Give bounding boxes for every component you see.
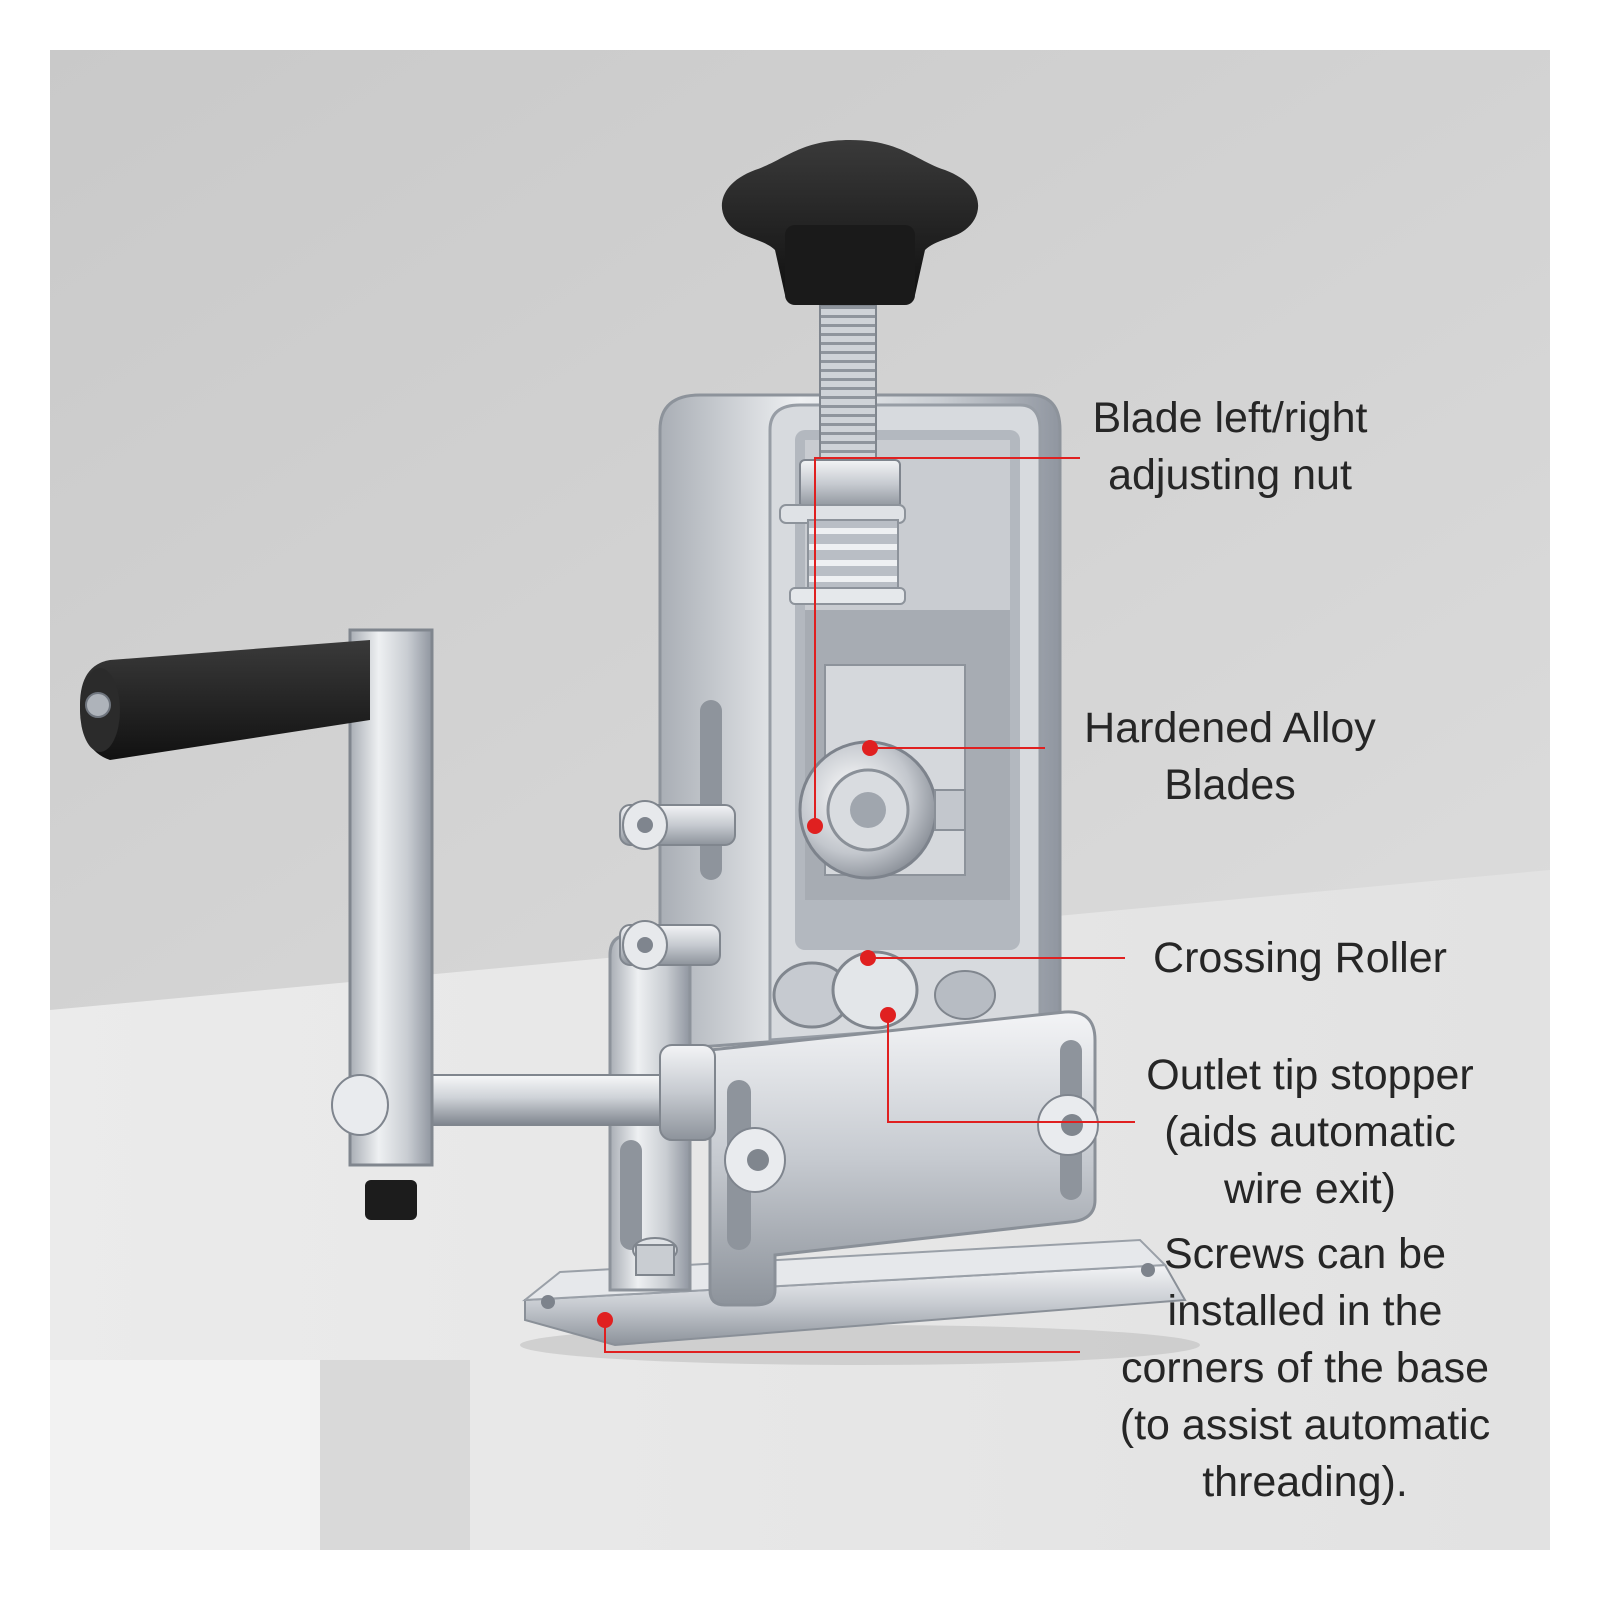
blade-shaft [934, 789, 966, 831]
crank-arm-bolt [331, 1074, 389, 1136]
base-screw-hole-left [541, 1295, 555, 1309]
callout-alloy-blades: Hardened Alloy Blades [1084, 704, 1376, 809]
leader-crossing-roller-dot [860, 950, 876, 966]
leader-base-screws [604, 1320, 1080, 1353]
callout-blade-adjust-nut: Blade left/right adjusting nut [1092, 394, 1368, 499]
front-plate-screw-right [1037, 1094, 1099, 1156]
table-leg [320, 1360, 470, 1550]
knob-stem [785, 225, 915, 305]
spring-washer [789, 587, 906, 605]
left-bracket-slot [620, 1140, 642, 1250]
front-plate-screw-left [724, 1127, 786, 1193]
drive-rod-collar [659, 1044, 716, 1141]
adjust-screw-thread [819, 304, 877, 471]
leader-blade-adjust-nut-dot [807, 818, 823, 834]
leader-blade-adjust-nut [814, 457, 1080, 826]
leader-alloy-blades-dot [862, 740, 878, 756]
crossing-roller-shaft [934, 970, 996, 1020]
callout-crossing-roller: Crossing Roller [1153, 934, 1447, 982]
callout-base-screws: Screws can be installed in the corners o… [1119, 1230, 1491, 1506]
leader-outlet-tip-stopper [887, 1015, 1135, 1123]
leader-outlet-tip-stopper-dot [880, 1007, 896, 1023]
leader-base-screws-dot [597, 1312, 613, 1328]
base-mount-screw [632, 1237, 678, 1276]
front-plate [708, 1010, 1097, 1307]
table-side-shadow [50, 1360, 320, 1550]
crank-foot [365, 1180, 417, 1220]
crank-handle-screw [85, 692, 111, 718]
crank-handle [80, 640, 370, 760]
guide-screw-upper [619, 800, 736, 850]
rear-slot [700, 700, 722, 880]
spring [807, 519, 899, 593]
crossing-roller-gear-right [831, 950, 919, 1030]
callout-leaders [597, 457, 1135, 1353]
guide-screw-lower [619, 920, 721, 970]
callout-outlet-tip-stopper: Outlet tip stopper (aids automatic wire … [1146, 1051, 1474, 1213]
alloy-blade-center [850, 792, 886, 828]
base-screw-hole-right [1141, 1263, 1155, 1277]
